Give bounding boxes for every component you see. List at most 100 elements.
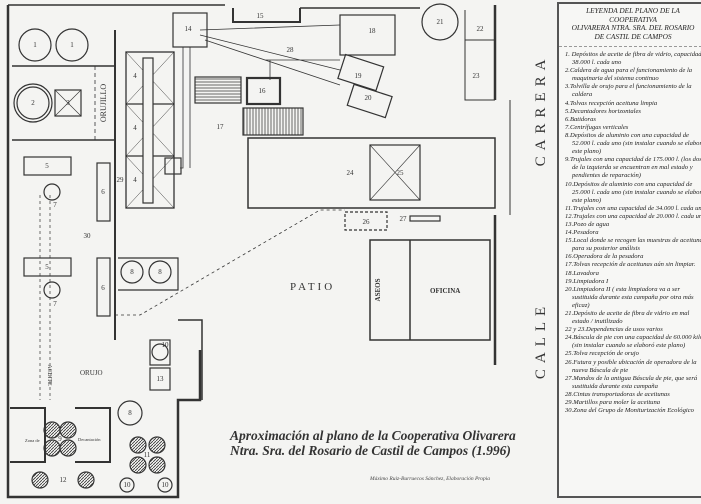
hopper-3 (54, 89, 82, 117)
legend-item: 21.Depósito de aceite de fibra de vidrio… (565, 310, 690, 326)
decantacion-label: Decantación (78, 437, 101, 442)
legend-item: 28.Cintas transportadoras de aceitunas (565, 390, 670, 398)
label-8a: 8 (130, 268, 134, 276)
carrera-label: CARRERA (533, 54, 549, 167)
caption-line-1: Aproximación al plano de la Cooperativa … (230, 428, 516, 443)
legend-item: 13.Pozo de agua (565, 220, 610, 228)
operator-16 (245, 76, 282, 106)
label-20: 20 (365, 94, 373, 102)
hopper-17a (194, 76, 242, 104)
legend-list: 1. Depósitos de aceite de fibra de vidri… (559, 51, 701, 415)
label-16: 16 (259, 87, 267, 95)
legend-item: 27.Mandos de la antigua Báscula de pie, … (565, 374, 698, 390)
author-credit: Máximo Ruiz-Burruecos Sánchez, Elaboraci… (370, 476, 491, 482)
label-15: 15 (257, 12, 265, 20)
legend-title-line: LEYENDA DEL PLANO DE LA (586, 6, 680, 15)
legend-item: 8.Depósitos de aluminio con una capacida… (565, 131, 701, 156)
label-6a: 6 (101, 188, 105, 196)
centrifuge-7a (43, 183, 61, 201)
label-1a: 1 (33, 41, 37, 49)
label-27: 27 (400, 215, 408, 223)
controls-27 (409, 215, 441, 222)
label-8c: 8 (128, 409, 132, 417)
legend-item: 17.Tolvas recepción de aceitunas aún sin… (565, 261, 696, 269)
legend-item: 5.Decantadores horizontales (565, 107, 641, 115)
cleaner-20 (346, 83, 393, 119)
legend-item: 4.Tolvas recepción aceituna limpia (565, 99, 658, 107)
orujillo-label: ORUJILLO (99, 84, 108, 122)
office-building (369, 239, 491, 341)
outer-wall (6, 5, 202, 499)
operator-26 (344, 211, 388, 231)
legend-item: 12.Trujales con una capacidad de 20.000 … (565, 212, 701, 220)
legend-item: 1. Depósitos de aceite de fibra de vidri… (565, 51, 701, 67)
legend-item: 7.Centrífugas verticales (565, 123, 629, 131)
beater-6b (96, 257, 111, 317)
legend-item: 9.Trujales con una capacidad de 175.000 … (565, 156, 701, 180)
label-24: 24 (347, 169, 355, 177)
beater-6a (96, 162, 111, 222)
label-8b: 8 (158, 268, 162, 276)
label-26: 26 (363, 218, 371, 226)
legend-panel: LEYENDA DEL PLANO DE LA COOPERATIVA OLIV… (557, 2, 701, 498)
tank-1a (18, 28, 52, 62)
well-13 (149, 367, 171, 391)
legend-item: 15.Local donde se recogen las muestras d… (565, 237, 701, 253)
hopper-17b (242, 107, 304, 136)
patio-label: PATIO (290, 281, 335, 293)
label-6b: 6 (101, 284, 105, 292)
label-22: 22 (477, 25, 485, 33)
label-5b: 5 (45, 263, 49, 271)
legend-item: 6.Batidoras (565, 115, 596, 123)
label-4b: 4 (133, 124, 137, 132)
label-13: 13 (157, 375, 165, 383)
tank-21 (421, 3, 459, 41)
legend-item: 10.Depósitos de aluminio con una capacid… (565, 180, 701, 204)
legend-item: 3.Tolvilla de orujo para el funcionamien… (565, 83, 692, 99)
aseos-label: ASEOS (374, 278, 382, 301)
cleaner-19 (337, 53, 385, 92)
label-2: 2 (31, 99, 35, 107)
label-7b: 7 (53, 300, 57, 308)
label-3: 3 (66, 99, 70, 107)
washer-18 (339, 14, 396, 56)
label-29: 29 (117, 176, 125, 184)
legend-item: 22 y 23.Dependencias de usos varios (565, 326, 663, 334)
label-21: 21 (437, 18, 445, 26)
label-11: 11 (144, 451, 151, 459)
centrifuge-7b (43, 281, 61, 299)
label-28: 28 (287, 46, 295, 54)
aceite-label: ACEITE (46, 364, 52, 386)
tank-1b (55, 28, 89, 62)
legend-item: 24.Báscula de pie con una capacidad de 6… (565, 334, 701, 350)
label-5a: 5 (45, 162, 49, 170)
legend-title: LEYENDA DEL PLANO DE LA COOPERATIVA OLIV… (559, 4, 701, 47)
label-4a: 4 (133, 72, 137, 80)
label-7a: 7 (53, 201, 57, 209)
legend-title-line: DE CASTIL DE CAMPOS (594, 31, 672, 41)
legend-item: 2.Caldera de agua para el funcionamiento… (565, 67, 693, 83)
label-23: 23 (473, 72, 481, 80)
label-17: 17 (217, 123, 225, 131)
oficina-label: OFICINA (430, 287, 460, 295)
legend-item: 30.Zona del Grupo de Moniturización Ecol… (565, 407, 694, 415)
legend-item: 16.Operadora de la pesadora (565, 253, 644, 261)
label-1b: 1 (70, 41, 74, 49)
label-14: 14 (185, 25, 193, 33)
legend-item: 19.Limpiadora I (565, 277, 609, 285)
scale-24 (247, 137, 496, 209)
calle-label: CALLE (533, 301, 549, 379)
legend-item: 25.Tolva recepción de orujo (565, 350, 639, 358)
label-25: 25 (397, 169, 405, 177)
decanter-5b (23, 257, 72, 277)
label-30: 30 (84, 232, 92, 240)
decanter-5a (23, 156, 72, 176)
plan-caption: Aproximación al plano de la Cooperativa … (230, 428, 516, 458)
label-10a: 10 (124, 481, 132, 489)
label-9: 9 (58, 435, 62, 443)
legend-item: 20.Limpiadora II ( esta limpiadora va a … (565, 285, 694, 309)
label-19: 19 (355, 72, 363, 80)
legend-item: 18.Lavadora (565, 269, 599, 277)
hopper-25 (369, 144, 421, 201)
